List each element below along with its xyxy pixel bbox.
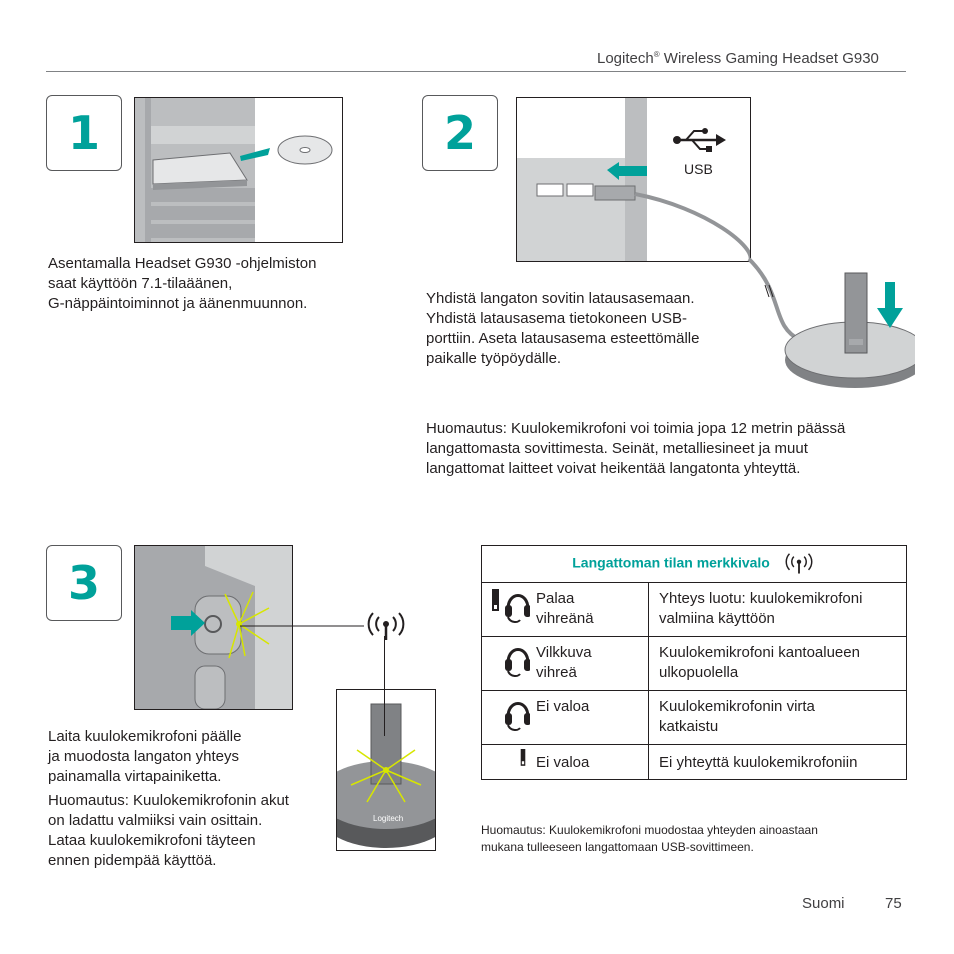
status-table: Langattoman tilan merkkivalo Pala (481, 545, 907, 780)
light-label: Ei valoa (536, 698, 590, 715)
meaning-text: Kuulokemikrofoni kantoalueen (659, 644, 860, 661)
meaning-text: ulkopuolella (659, 664, 739, 681)
step-2-note-line: langattomat laitteet voivat heikentää la… (426, 460, 801, 477)
step-1-badge: 1 (46, 95, 122, 171)
step-3-line: ja muodosta langaton yhteys (48, 748, 239, 765)
dongle-headset-icon (492, 589, 530, 623)
footnote-line: mukana tulleeseen langattomaan USB-sovit… (481, 840, 754, 854)
usb-icon (673, 128, 726, 152)
registered-mark: ® (653, 50, 660, 59)
step-2-note-line: Huomautus: Kuulokemikrofoni voi toimia j… (426, 420, 846, 437)
step-3-badge: 3 (46, 545, 122, 621)
step-2-line: paikalle työpöydälle. (426, 350, 562, 367)
headset-icon (505, 702, 530, 731)
step-3-note: Huomautus: Kuulokemikrofonin akut on lad… (48, 791, 338, 871)
step-1-text: Asentamalla Headset G930 -ohjelmiston sa… (48, 254, 378, 314)
step-2-line: Yhdistä langaton sovitin latausasemaan. (426, 290, 695, 307)
footer-language: Suomi (802, 895, 845, 912)
dock-closeup-illustration: Logitech (336, 689, 436, 851)
step-2-note: Huomautus: Kuulokemikrofoni voi toimia j… (426, 419, 906, 479)
light-label: Vilkkuva (536, 644, 592, 661)
running-header: Logitech® Wireless Gaming Headset G930 (597, 50, 879, 67)
light-label: vihreänä (536, 610, 594, 627)
step-2-line: Yhdistä latausasema tietokoneen USB- (426, 310, 687, 327)
step-2-badge: 2 (422, 95, 498, 171)
light-label: vihreä (536, 664, 577, 681)
table-row: Ei valoa Kuulokemikrofonin virta katkais… (481, 690, 907, 745)
step-3-note-line: ennen pidempää käyttöä. (48, 852, 217, 869)
step-3-note-line: Lataa kuulokemikrofoni täyteen (48, 832, 256, 849)
step-3-line: painamalla virtapainiketta. (48, 768, 222, 785)
step-2-text: Yhdistä langaton sovitin latausasemaan. … (426, 289, 756, 369)
step-2-line: porttiin. Aseta latausasema esteettömäll… (426, 330, 700, 347)
step-2-note-line: langattomasta sovittimesta. Seinät, meta… (426, 440, 808, 457)
wireless-indicator-icon (367, 612, 405, 640)
header-brand: Logitech (597, 50, 654, 67)
usb-label: USB (684, 161, 713, 177)
step-3-number: 3 (67, 556, 100, 610)
table-row: Vilkkuva vihreä Kuulokemikrofoni kantoal… (481, 636, 907, 691)
step-3-illustration (134, 545, 293, 710)
step-3-line: Laita kuulokemikrofoni päälle (48, 728, 242, 745)
light-label: Ei valoa (536, 754, 590, 771)
step-1-illustration (134, 97, 343, 243)
meaning-text: valmiina käyttöön (659, 610, 775, 627)
dock-logo: Logitech (373, 814, 404, 823)
meaning-text: Kuulokemikrofonin virta (659, 698, 815, 715)
page-number: 75 (885, 895, 902, 912)
table-row: Ei valoa Ei yhteyttä kuulokemikrofoniin (481, 744, 907, 780)
step-3-note-line: Huomautus: Kuulokemikrofonin akut (48, 792, 289, 809)
header-rule (46, 71, 906, 72)
status-table-title: Langattoman tilan merkkivalo (572, 554, 770, 571)
step-1-line: saat käyttöön 7.1-tilaäänen, (48, 275, 233, 292)
meaning-text: Ei yhteyttä kuulokemikrofoniin (659, 754, 858, 771)
step-3-note-line: on ladattu valmiiksi vain osittain. (48, 812, 263, 829)
step-1-line: G-näppäintoiminnot ja äänenmuunnon. (48, 295, 308, 312)
down-arrow-icon (877, 282, 903, 328)
charging-dock-illustration (747, 257, 915, 388)
callout-lines (240, 625, 364, 627)
meaning-text: katkaistu (659, 718, 719, 735)
status-table-header: Langattoman tilan merkkivalo (481, 545, 907, 583)
step-1-line: Asentamalla Headset G930 -ohjelmiston (48, 255, 317, 272)
step-2-illustration (516, 97, 751, 262)
meaning-text: Yhteys luotu: kuulokemikrofoni (659, 590, 863, 607)
step-1-number: 1 (67, 106, 100, 160)
footnote-line: Huomautus: Kuulokemikrofoni muodostaa yh… (481, 823, 818, 837)
wireless-indicator-icon (785, 553, 813, 574)
headset-icon (505, 648, 530, 677)
header-product: Wireless Gaming Headset G930 (663, 50, 879, 67)
step-3-text: Laita kuulokemikrofoni päälle ja muodost… (48, 727, 338, 787)
light-label: Palaa (536, 590, 575, 607)
table-footnote: Huomautus: Kuulokemikrofoni muodostaa yh… (481, 822, 911, 856)
dongle-icon (520, 749, 526, 766)
table-row: Palaa vihreänä Yhteys luotu: kuulokemikr… (481, 582, 907, 637)
callout-vertical-line (384, 636, 385, 736)
step-2-number: 2 (443, 106, 476, 160)
